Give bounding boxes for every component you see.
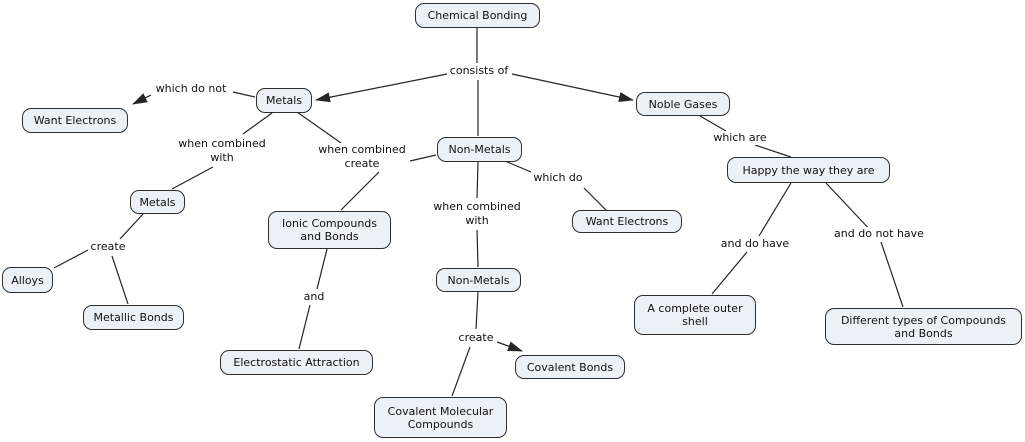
concept-node-metals-lower[interactable]: Metals — [130, 190, 185, 214]
connector-arrow-line — [496, 341, 523, 352]
concept-node-ionic-compounds-and-bonds[interactable]: Ionic Compounds and Bonds — [268, 211, 391, 249]
link-label-consists-of[interactable]: consists of — [447, 64, 511, 78]
connector-line — [119, 213, 144, 240]
concept-node-noble-gases[interactable]: Noble Gases — [636, 92, 730, 116]
concept-node-alloys[interactable]: Alloys — [2, 267, 53, 293]
connector-line — [53, 249, 89, 269]
connector-line — [242, 112, 273, 135]
connector-line — [880, 241, 904, 308]
concept-node-covalent-bonds[interactable]: Covalent Bonds — [515, 355, 625, 379]
connector-line — [758, 182, 792, 237]
concept-node-covalent-molecular-compounds[interactable]: Covalent Molecular Compounds — [374, 397, 507, 438]
connector-line — [504, 160, 532, 173]
connector-line — [298, 304, 311, 350]
connector-line — [340, 171, 380, 211]
concept-node-electrostatic-attraction[interactable]: Electrostatic Attraction — [220, 350, 373, 375]
connector-arrow-line — [315, 73, 448, 103]
link-label-which-do[interactable]: which do — [531, 171, 585, 185]
link-label-create-left[interactable]: create — [88, 240, 128, 254]
connector-line — [296, 111, 342, 144]
connector-line — [171, 166, 214, 190]
connector-line — [583, 187, 607, 211]
concept-node-metallic-bonds[interactable]: Metallic Bonds — [83, 305, 184, 330]
connector-line — [754, 144, 792, 158]
connector-arrow-line — [511, 73, 634, 102]
connector-line — [476, 229, 479, 268]
connector-line — [111, 255, 129, 305]
connector-line — [825, 182, 874, 234]
connector-line — [409, 154, 437, 162]
link-label-and-do-not-have[interactable]: and do not have — [832, 227, 926, 241]
link-label-which-do-not[interactable]: which do not — [153, 82, 229, 96]
link-label-and-middle[interactable]: and — [301, 290, 327, 304]
concept-node-happy-the-way-they-are[interactable]: Happy the way they are — [727, 157, 890, 183]
concept-node-different-types-of-compounds-and-bonds[interactable]: Different types of Compounds and Bonds — [825, 308, 1022, 345]
connector-line — [475, 291, 479, 330]
connector-arrow-line — [132, 93, 152, 105]
connector-line — [476, 161, 479, 199]
concept-node-want-electrons-left[interactable]: Want Electrons — [22, 108, 128, 133]
link-label-when-combined-create[interactable]: when combined create — [316, 143, 408, 171]
concept-node-want-electrons-right[interactable]: Want Electrons — [572, 210, 682, 233]
link-label-when-combined-with-left[interactable]: when combined with — [176, 137, 268, 165]
link-label-when-combined-with-middle[interactable]: when combined with — [431, 200, 523, 228]
concept-node-non-metals-top[interactable]: Non-Metals — [437, 137, 522, 162]
link-label-and-do-have[interactable]: and do have — [718, 237, 792, 251]
concept-node-a-complete-outer-shell[interactable]: A complete outer shell — [634, 295, 756, 335]
connector-line — [451, 346, 471, 397]
connector-line — [316, 248, 328, 290]
concept-node-chemical-bonding[interactable]: Chemical Bonding — [415, 3, 540, 28]
link-label-which-are[interactable]: which are — [711, 131, 769, 145]
connector-line — [711, 251, 748, 295]
connector-line — [232, 91, 256, 98]
concept-node-metals-top[interactable]: Metals — [256, 88, 312, 113]
link-label-create-middle[interactable]: create — [456, 331, 496, 345]
connector-line — [699, 115, 727, 132]
concept-node-non-metals-lower[interactable]: Non-Metals — [436, 268, 521, 292]
